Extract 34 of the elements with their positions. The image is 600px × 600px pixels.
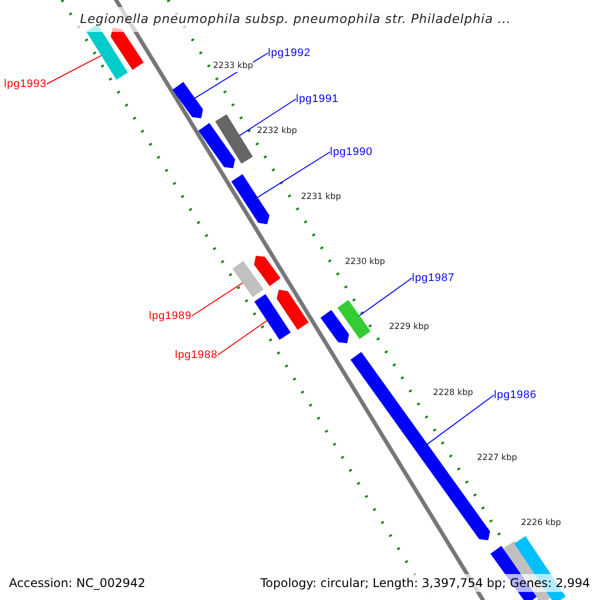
gene-label: lpg1986 [494,388,537,402]
leader-line [256,152,330,198]
leader-line [217,320,268,356]
leader-line [46,54,102,84]
position-label: 2227 kbp [477,452,518,464]
leader-line [426,394,494,445]
gene-bar [254,294,291,340]
gene-label: lpg1993 [4,77,47,91]
position-label: 2232 kbp [257,126,298,138]
gene-bar [198,123,236,168]
position-label: 2230 kbp [345,256,386,268]
gene-bar [215,114,253,164]
position-label: 2231 kbp [301,192,342,203]
position-label: 2233 kbp [213,61,254,72]
position-label: 2228 kbp [433,388,474,398]
gene-bar [276,290,309,330]
gene-label: lpg1989 [149,309,192,323]
gene-label: lpg1988 [175,348,218,362]
gene-bar [337,300,371,339]
gene-bar [232,260,264,298]
gene-bar [254,256,280,286]
gene-label: lpg1987 [412,271,455,285]
gene-label: lpg1992 [268,46,311,60]
footer-text: Topology: circular; Length: 3,397,754 bp; Genes: 2,994 [260,574,590,592]
leader-line [358,278,412,316]
gene-bar [172,82,204,118]
gene-bar [320,310,349,344]
leader-line [239,98,296,136]
gene-bar [231,174,270,224]
leader-line [191,282,244,316]
gene-label: lpg1990 [330,145,373,159]
position-label: 2229 kbp [389,322,430,334]
gene-label: lpg1991 [296,92,339,106]
position-label: 2226 kbp [521,518,562,530]
